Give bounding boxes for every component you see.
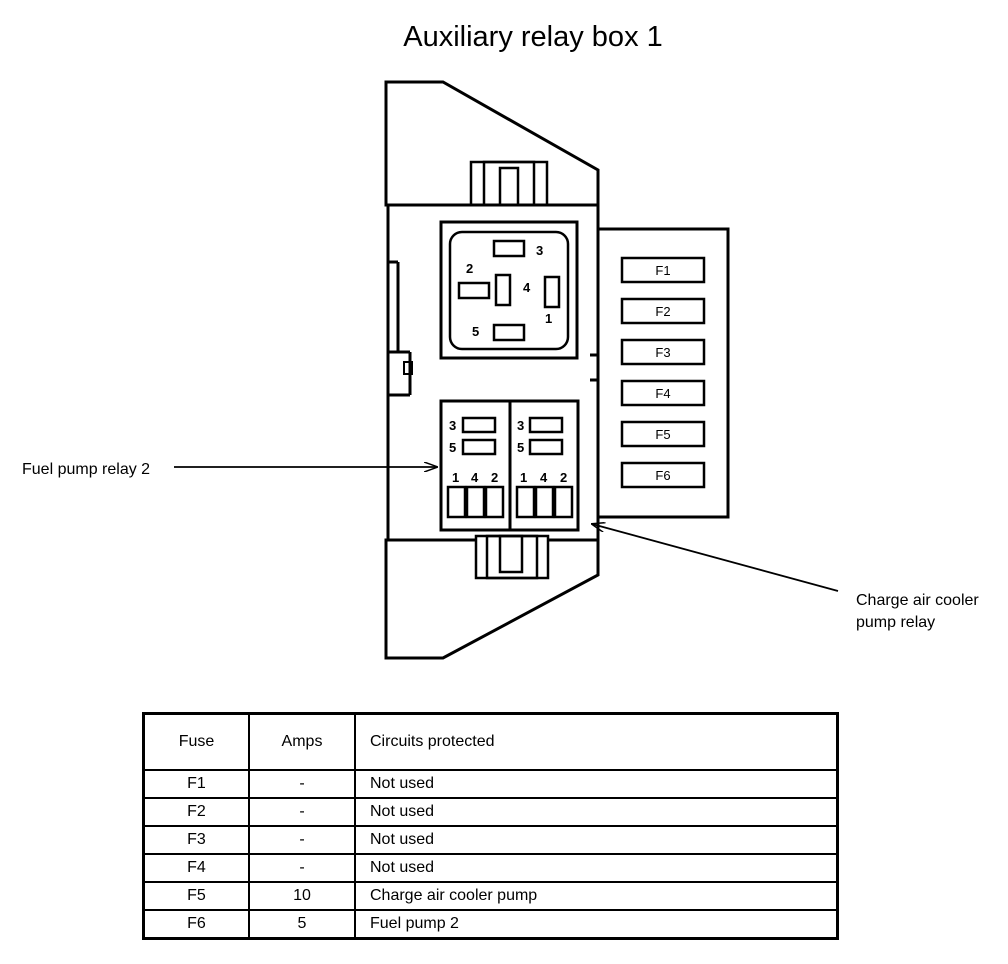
table-row: F5 10 Charge air cooler pump [142, 881, 839, 911]
main-pin4-slot [494, 273, 512, 307]
fuse-slot-f3 [620, 338, 706, 366]
fuse-cell: F5 [142, 881, 250, 911]
charge-air-relay-arrow [592, 524, 839, 592]
main-pin-5-label: 5 [472, 324, 479, 339]
header-fuse: Fuse [142, 712, 250, 771]
fuse-slot-f5 [620, 420, 706, 448]
main-pin-2-label: 2 [466, 261, 473, 276]
charge-air-relay-socket [515, 416, 574, 519]
amps-cell: - [248, 769, 356, 799]
main-pin-1-label: 1 [545, 311, 552, 326]
relay-box-diagram: Auxiliary relay box 1 3 2 4 1 5 [22, 21, 979, 660]
fuse-cell: F6 [142, 909, 250, 940]
amps-cell: 5 [248, 909, 356, 940]
small-relay-sockets [439, 399, 580, 532]
bottom-connector [474, 534, 550, 580]
table-row: F3 - Not used [142, 825, 839, 855]
fuse-cell: F1 [142, 769, 250, 799]
circuits-cell: Not used [354, 825, 839, 855]
charge-relay-pin-3-label: 3 [517, 418, 524, 433]
fuse-cell: F2 [142, 797, 250, 827]
main-pin1-slot [543, 275, 561, 309]
fuse-label-f5: F5 [655, 427, 670, 442]
circuits-cell: Not used [354, 769, 839, 799]
amps-cell: - [248, 853, 356, 883]
fuse-table: Fuse Amps Circuits protected F1 - Not us… [142, 712, 839, 940]
fuse-slot-f4 [620, 379, 706, 407]
amps-cell: - [248, 797, 356, 827]
amps-cell: 10 [248, 881, 356, 911]
main-pin5-slot [492, 323, 526, 342]
fuse-label-f1: F1 [655, 263, 670, 278]
fuse-label-f6: F6 [655, 468, 670, 483]
charge-air-label-line1: Charge air cooler [856, 592, 979, 609]
charge-relay-pin-4-label: 4 [540, 470, 548, 485]
table-row: F1 - Not used [142, 769, 839, 799]
circuits-cell: Not used [354, 797, 839, 827]
circuits-cell: Not used [354, 853, 839, 883]
charge-relay-pin-1-label: 1 [520, 470, 527, 485]
diagram-title: Auxiliary relay box 1 [403, 21, 663, 53]
fuel-pump-relay-label: Fuel pump relay 2 [22, 461, 150, 478]
fuse-slot-f2 [620, 297, 706, 325]
fuel-relay-pin-3-label: 3 [449, 418, 456, 433]
fuse-slots [620, 256, 706, 489]
main-pin-4-label: 4 [523, 280, 531, 295]
table-row: F4 - Not used [142, 853, 839, 883]
fuse-label-f3: F3 [655, 345, 670, 360]
charge-air-label-line2: pump relay [856, 614, 935, 631]
top-connector [469, 160, 549, 209]
fuel-relay-pin-2-label: 2 [491, 470, 498, 485]
main-pin3-slot [492, 239, 526, 258]
charge-relay-pin-5-label: 5 [517, 440, 524, 455]
main-relay-socket [439, 220, 579, 360]
fuel-relay-pin-5-label: 5 [449, 440, 456, 455]
fuse-slot-f6 [620, 461, 706, 489]
header-amps: Amps [248, 712, 356, 771]
fuel-relay-pin-4-label: 4 [471, 470, 479, 485]
fuse-cell: F4 [142, 853, 250, 883]
table-row: F2 - Not used [142, 797, 839, 827]
fuse-panel [596, 227, 730, 519]
circuits-cell: Charge air cooler pump [354, 881, 839, 911]
amps-cell: - [248, 825, 356, 855]
table-row: F6 5 Fuel pump 2 [142, 909, 839, 940]
table-header-row: Fuse Amps Circuits protected [142, 712, 839, 771]
fuel-relay-pin-1-label: 1 [452, 470, 459, 485]
fuse-label-f2: F2 [655, 304, 670, 319]
header-circuits: Circuits protected [354, 712, 839, 771]
fuel-pump-relay-socket [446, 416, 505, 519]
fuse-cell: F3 [142, 825, 250, 855]
main-pin-3-label: 3 [536, 243, 543, 258]
charge-relay-pin-2-label: 2 [560, 470, 567, 485]
fuse-slot-f1 [620, 256, 706, 284]
main-pin2-slot [457, 281, 491, 300]
circuits-cell: Fuel pump 2 [354, 909, 839, 940]
fuse-label-f4: F4 [655, 386, 670, 401]
